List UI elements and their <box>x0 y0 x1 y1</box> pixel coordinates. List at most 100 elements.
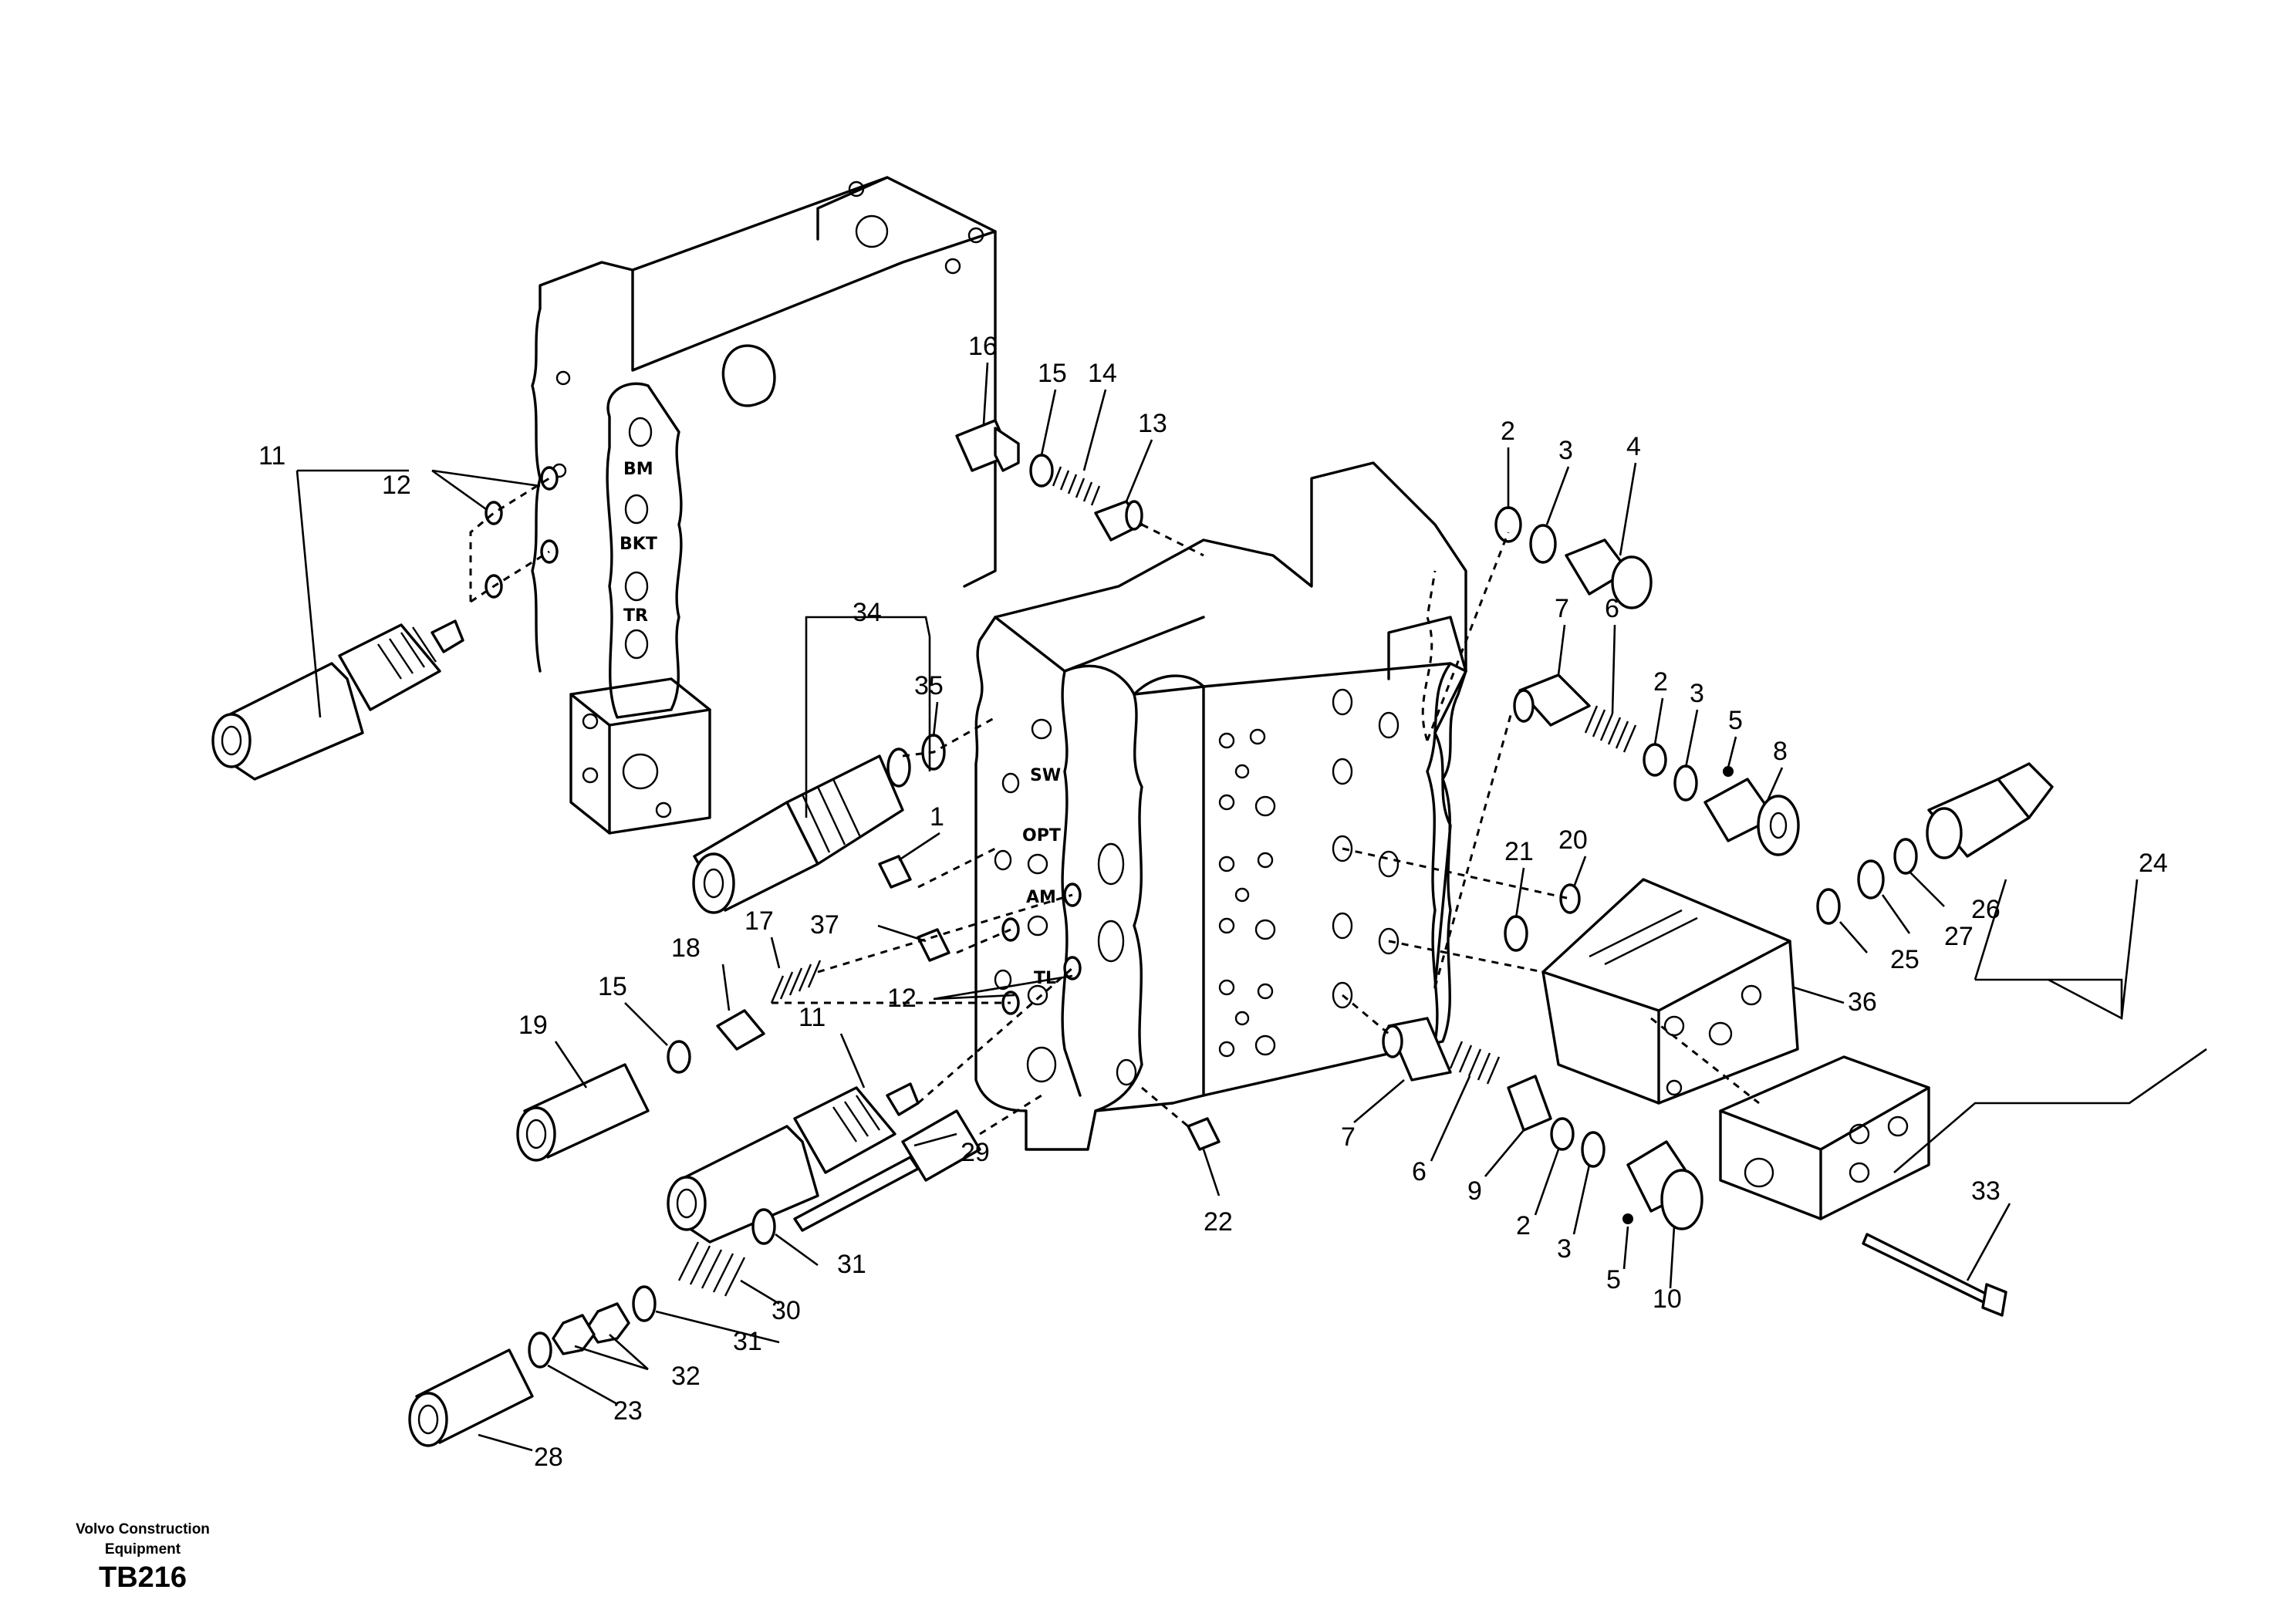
part-25-o-ring <box>1816 888 1841 925</box>
part-11-lower-solenoid <box>667 1082 920 1244</box>
part-33-valve-block <box>1719 1055 1930 1220</box>
front-face-holes <box>1218 728 1276 1058</box>
port-label-bm: BM <box>623 460 653 479</box>
leader-lines <box>295 362 2207 1452</box>
callout-25: 25 <box>1890 945 1920 974</box>
callout-33: 33 <box>1971 1176 2001 1206</box>
part-3-backup-ring-upper <box>1529 524 1557 564</box>
part-13-poppet <box>1094 500 1143 542</box>
part-5-dot-lower <box>1622 1213 1633 1224</box>
port-label-bkt: BKT <box>620 535 657 554</box>
figure-code: TB216 <box>99 1561 187 1594</box>
callout-15-upper: 15 <box>1038 359 1067 388</box>
callout-12-lower: 12 <box>887 984 917 1013</box>
main-control-valve-body: SW OPT AM TL <box>974 461 1467 1151</box>
callout-16: 16 <box>968 332 998 361</box>
callout-3-lower: 3 <box>1557 1234 1572 1264</box>
part-11-upper-solenoid <box>211 619 464 781</box>
part-21-o-ring <box>1504 915 1528 952</box>
part-9-sleeve <box>1507 1075 1552 1132</box>
callout-15-lower: 15 <box>598 972 627 1001</box>
part-32-nut-b <box>552 1314 596 1355</box>
part-37-fitting <box>917 928 950 962</box>
part-24-relief-valve <box>1926 762 2054 859</box>
part-36-block <box>1541 878 1799 1105</box>
callout-31-upper: 31 <box>837 1250 866 1279</box>
port-label-tr: TR <box>623 606 648 626</box>
callout-numbers: 11 12 16 15 14 13 2 3 4 7 6 2 3 5 8 34 3… <box>258 332 2168 1472</box>
callout-3-top: 3 <box>1558 436 1573 465</box>
part-10-plug <box>1626 1140 1703 1230</box>
callout-26: 26 <box>1971 895 2001 924</box>
callout-13: 13 <box>1138 409 1167 438</box>
callout-11-lower: 11 <box>799 1003 826 1032</box>
part-15-o-ring <box>1029 454 1054 488</box>
callout-7-upper: 7 <box>1555 594 1569 623</box>
part-2-o-ring-upper <box>1494 506 1522 543</box>
part-7-poppet-upper <box>1513 673 1591 727</box>
callout-32: 32 <box>671 1362 701 1391</box>
callout-11-upper: 11 <box>258 441 285 471</box>
part-26-o-ring <box>1893 838 1918 875</box>
callout-21: 21 <box>1504 837 1534 866</box>
part-18-piston <box>716 1009 765 1051</box>
callout-4: 4 <box>1626 432 1641 461</box>
part-3-backup-ring-mid <box>1673 764 1698 802</box>
publisher-line-2: Equipment <box>104 1541 181 1558</box>
part-4-plug <box>1565 538 1653 609</box>
callout-34: 34 <box>853 598 882 627</box>
callout-1: 1 <box>930 802 944 832</box>
callout-27: 27 <box>1944 922 1974 951</box>
part-27-backup-ring <box>1857 859 1885 899</box>
callout-17: 17 <box>745 906 774 936</box>
callout-10: 10 <box>1653 1284 1682 1314</box>
callout-37: 37 <box>810 910 839 940</box>
part-5-dot-upper <box>1723 766 1734 777</box>
callout-7-lower: 7 <box>1341 1122 1356 1152</box>
part-29-spool <box>793 1109 981 1232</box>
callout-29: 29 <box>961 1138 990 1167</box>
callout-18: 18 <box>671 933 701 963</box>
callout-9: 9 <box>1467 1176 1482 1206</box>
callout-2-lower: 2 <box>1516 1211 1531 1240</box>
part-12-o-ring-a <box>540 466 559 491</box>
part-17-spring <box>770 960 822 1004</box>
callout-22: 22 <box>1204 1207 1233 1237</box>
part-12-o-ring-b <box>485 501 503 525</box>
callout-30: 30 <box>772 1296 801 1325</box>
publisher-caption: Volvo Construction Equipment <box>54 1520 231 1560</box>
part-1-fitting <box>878 855 912 889</box>
part-20-o-ring <box>1559 883 1581 914</box>
part-23-o-ring <box>528 1331 552 1369</box>
part-2-o-ring-mid <box>1643 743 1667 777</box>
part-6-spring-lower <box>1449 1041 1501 1085</box>
callout-5-lower: 5 <box>1606 1265 1621 1294</box>
callout-8: 8 <box>1773 737 1788 766</box>
callout-2-mid: 2 <box>1653 667 1668 697</box>
publisher-line-1: Volvo Construction <box>76 1521 210 1537</box>
callout-35: 35 <box>914 671 944 700</box>
callout-23: 23 <box>613 1396 643 1426</box>
part-2-o-ring-lower <box>1550 1117 1575 1151</box>
part-34-solenoid-valve <box>692 748 911 914</box>
callout-6-upper: 6 <box>1605 594 1619 623</box>
callout-20: 20 <box>1558 825 1588 855</box>
part-15-o-ring-lower <box>667 1040 691 1074</box>
callout-6-lower: 6 <box>1412 1157 1427 1186</box>
part-16-plug <box>955 419 1020 472</box>
callout-24: 24 <box>2139 849 2168 878</box>
callout-2-top: 2 <box>1501 417 1515 446</box>
part-31-washer-lower <box>632 1285 657 1322</box>
callout-36: 36 <box>1848 987 1877 1017</box>
callout-28: 28 <box>534 1443 563 1472</box>
part-19-cap <box>516 1063 650 1162</box>
part-6-spring-upper <box>1584 705 1637 753</box>
part-28-cap <box>408 1348 534 1447</box>
callout-3-mid: 3 <box>1690 679 1704 708</box>
port-label-opt: OPT <box>1022 826 1061 845</box>
part-33-bolt <box>1862 1233 2007 1317</box>
part-3-backup-ring-lower <box>1581 1131 1606 1168</box>
callout-31-lower: 31 <box>733 1327 762 1356</box>
part-14-spring <box>1052 466 1101 506</box>
